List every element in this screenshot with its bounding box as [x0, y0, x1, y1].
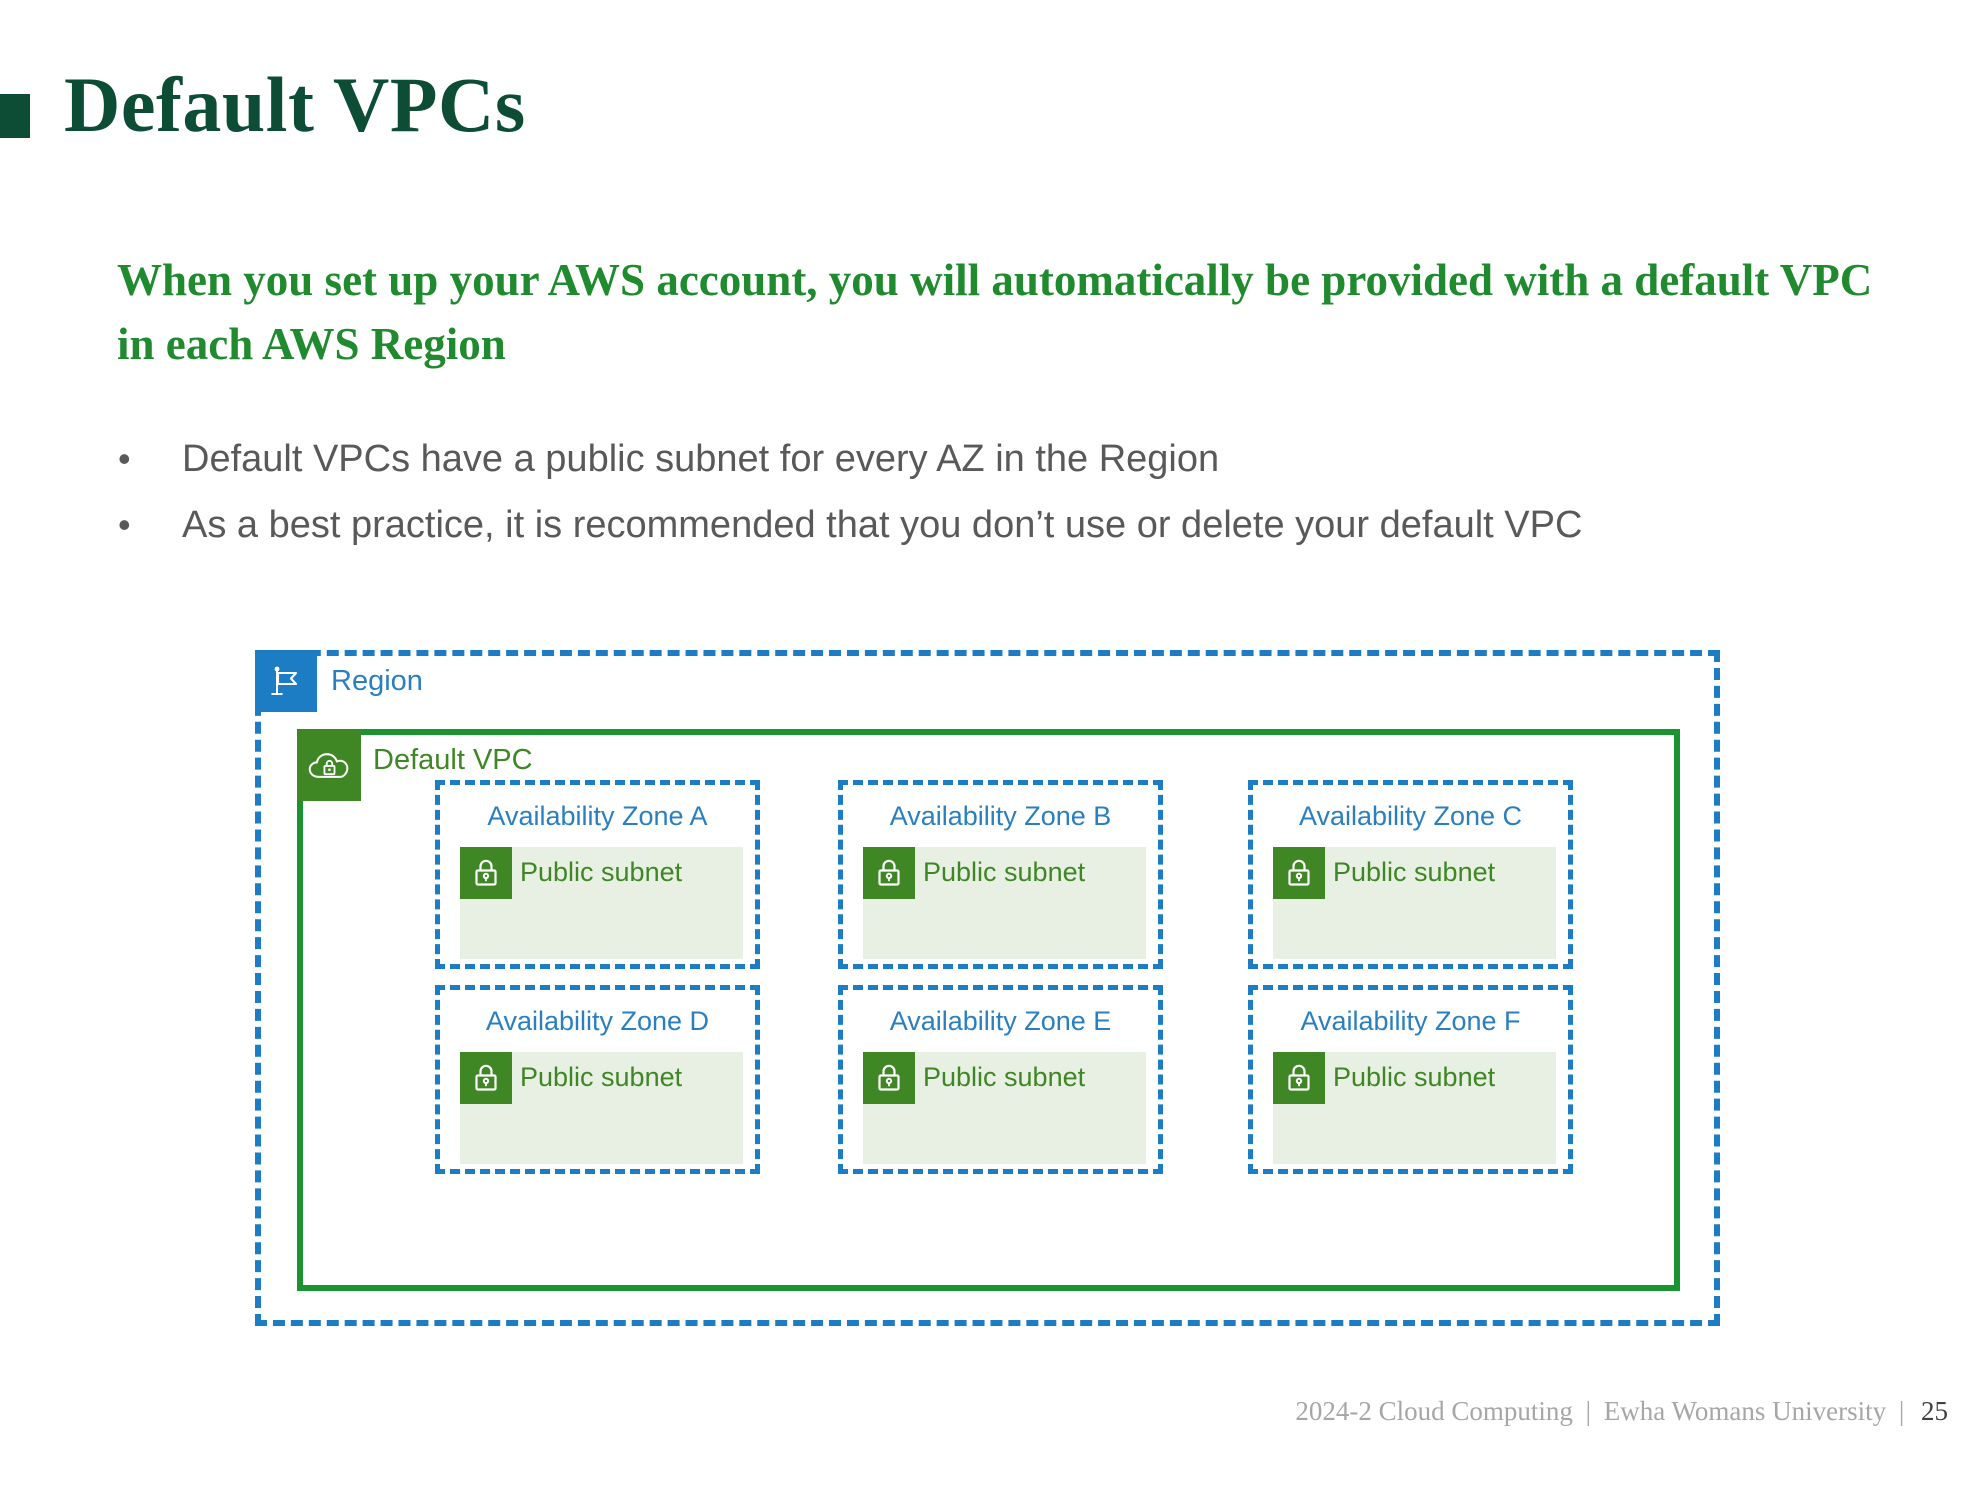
footer-institution: Ewha Womans University [1603, 1396, 1887, 1426]
az-title: Availability Zone D [485, 1006, 710, 1036]
bullet-text: Default VPCs have a public subnet for ev… [182, 438, 1220, 480]
public-subnet-block: Public subnet [1273, 847, 1556, 959]
az-title: Availability Zone E [889, 1006, 1112, 1036]
public-subnet-label: Public subnet [520, 1062, 683, 1092]
footer-separator: | [1898, 1396, 1905, 1426]
bullet-text: As a best practice, it is recommended th… [182, 504, 1583, 546]
footer-separator: | [1585, 1396, 1592, 1426]
public-subnet-lock-icon [460, 847, 512, 899]
availability-zone-b: Availability Zone B Public subnet [838, 780, 1163, 969]
aws-default-vpc-diagram: Region Default VPC Availability Zone A P… [255, 650, 1725, 1330]
footer-course: 2024-2 Cloud Computing [1295, 1396, 1573, 1426]
az-title: Availability Zone B [889, 801, 1112, 831]
vpc-cloud-lock-icon [297, 729, 361, 801]
public-subnet-label: Public subnet [1333, 857, 1496, 887]
page-number: 25 [1921, 1396, 1948, 1426]
public-subnet-label: Public subnet [1333, 1062, 1496, 1092]
public-subnet-lock-icon [1273, 847, 1325, 899]
title-accent-bar [0, 94, 30, 138]
slide-footer: 2024-2 Cloud Computing | Ewha Womans Uni… [1295, 1394, 1948, 1428]
public-subnet-lock-icon [863, 1052, 915, 1104]
public-subnet-block: Public subnet [460, 1052, 743, 1164]
bullet-marker-icon: • [118, 438, 131, 479]
public-subnet-block: Public subnet [863, 1052, 1146, 1164]
az-title: Availability Zone F [1300, 1006, 1521, 1036]
public-subnet-block: Public subnet [863, 847, 1146, 959]
list-item: • As a best practice, it is recommended … [110, 494, 1910, 556]
public-subnet-lock-icon [863, 847, 915, 899]
list-item: • Default VPCs have a public subnet for … [110, 428, 1910, 490]
region-label: Region [331, 665, 423, 697]
public-subnet-lock-icon [1273, 1052, 1325, 1104]
bullet-list: • Default VPCs have a public subnet for … [110, 428, 1910, 560]
bullet-marker-icon: • [118, 504, 131, 545]
availability-zone-f: Availability Zone F Public subnet [1248, 985, 1573, 1174]
page-title: Default VPCs [64, 61, 526, 148]
public-subnet-label: Public subnet [923, 1062, 1086, 1092]
public-subnet-block: Public subnet [1273, 1052, 1556, 1164]
availability-zone-a: Availability Zone A Public subnet [435, 780, 760, 969]
az-title: Availability Zone A [487, 801, 708, 831]
public-subnet-label: Public subnet [520, 857, 683, 887]
public-subnet-lock-icon [460, 1052, 512, 1104]
region-flag-icon [255, 650, 317, 712]
vpc-label: Default VPC [373, 744, 533, 776]
availability-zone-c: Availability Zone C Public subnet [1248, 780, 1573, 969]
availability-zone-e: Availability Zone E Public subnet [838, 985, 1163, 1174]
slide-subtitle: When you set up your AWS account, you wi… [117, 255, 1873, 369]
public-subnet-label: Public subnet [923, 857, 1086, 887]
vpc-boundary [297, 729, 1680, 1291]
availability-zone-d: Availability Zone D Public subnet [435, 985, 760, 1174]
az-title: Availability Zone C [1298, 801, 1523, 831]
public-subnet-block: Public subnet [460, 847, 743, 959]
region-boundary [255, 650, 1720, 1326]
